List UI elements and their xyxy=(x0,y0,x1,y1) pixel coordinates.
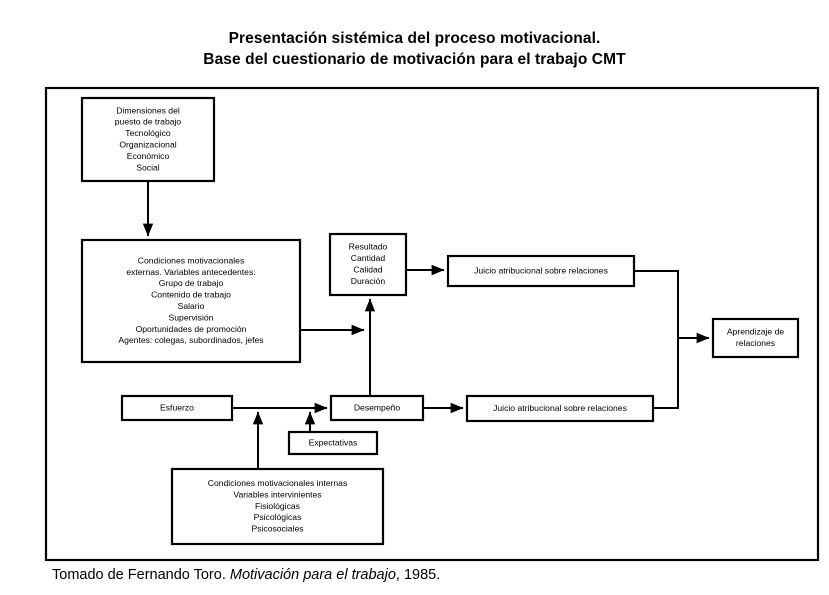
page-title: Presentación sistémica del proceso motiv… xyxy=(0,28,829,70)
dimensiones-puesto-trabajo-box xyxy=(80,96,216,183)
juicio-atribucional-superior-box xyxy=(446,254,636,288)
aprendizaje-de-relaciones-label-2: relaciones xyxy=(736,338,775,348)
condiciones-motivacionales-internas-label-5: Psicosociales xyxy=(251,524,303,534)
juicio-superior-to-aprendizaje xyxy=(634,270,710,344)
condiciones-motivacionales-internas-label-4: Psicológicas xyxy=(254,512,302,522)
condiciones-motivacionales-externas-label-2: externas. Variables antecedentes: xyxy=(126,267,255,277)
juicio-atribucional-superior-label-1: Juicio atribucional sobre relaciones xyxy=(474,265,608,275)
aprendizaje-de-relaciones-label-1: Aprendizaje de xyxy=(727,327,785,337)
caption-suffix: , 1985. xyxy=(395,567,441,583)
title-line-2: Base del cuestionario de motivación para… xyxy=(203,51,626,68)
dimensiones-puesto-trabajo-label-4: Organizacional xyxy=(119,139,176,149)
node-dimensiones-puesto-trabajo[interactable]: Dimensiones del puesto de trabajoTecnológ… xyxy=(80,96,216,183)
dimensiones-puesto-trabajo-label-2: puesto de trabajo xyxy=(115,117,182,127)
resultado-box xyxy=(328,232,408,297)
desempeno-box xyxy=(329,394,425,422)
aprendizaje-de-relaciones-box xyxy=(711,317,800,359)
condiciones-motivacionales-internas-box xyxy=(170,467,385,546)
esfuerzo-label-1: Esfuerzo xyxy=(160,402,194,412)
connectors-layer xyxy=(142,181,710,469)
resultado-label-4: Duración xyxy=(351,276,386,286)
juicio-inferior-to-aprendizaje xyxy=(653,338,679,409)
node-desempeno[interactable]: Desempeño xyxy=(329,394,425,422)
node-juicio-atribucional-superior[interactable]: Juicio atribucional sobre relaciones xyxy=(446,254,636,288)
condiciones-motivacionales-externas-label-1: Condiciones motivacionales xyxy=(138,255,245,265)
dimensiones-puesto-trabajo-label-6: Social xyxy=(136,162,159,172)
juicio-atribucional-inferior-box xyxy=(465,394,655,423)
condiciones-motivacionales-externas-box xyxy=(80,238,302,364)
title-line-1: Presentación sistémica del proceso motiv… xyxy=(228,30,601,47)
resultado-label-2: Cantidad xyxy=(351,253,386,263)
caption-work-title: Motivación para el trabajo xyxy=(229,567,396,583)
node-juicio-atribucional-inferior[interactable]: Juicio atribucional sobre relaciones xyxy=(465,394,655,423)
condiciones-motivacionales-externas-label-5: Salario xyxy=(178,301,205,311)
resultado-label-1: Resultado xyxy=(349,242,388,252)
condiciones-motivacionales-externas-label-3: Grupo de trabajo xyxy=(159,278,224,288)
node-expectativas[interactable]: Expectativas xyxy=(287,430,379,456)
condiciones-motivacionales-externas-label-4: Contenido de trabajo xyxy=(151,290,231,300)
condiciones-motivacionales-externas-label-8: Agentes: colegas, subordinados, jefes xyxy=(118,335,263,345)
juicio-atribucional-inferior-label-1: Juicio atribucional sobre relaciones xyxy=(493,403,627,413)
caption-prefix: Tomado de Fernando Toro. xyxy=(52,567,230,583)
condiciones-motivacionales-internas-label-2: Variables intervinientes xyxy=(233,489,321,499)
dimensiones-puesto-trabajo-label-5: Económico xyxy=(127,151,170,161)
nodes-layer: Dimensiones del puesto de trabajoTecnológ… xyxy=(80,96,800,546)
resultado-label-3: Calidad xyxy=(353,264,382,274)
desempeno-label-1: Desempeño xyxy=(354,402,401,412)
dimensiones-puesto-trabajo-label-3: Tecnológico xyxy=(125,128,171,138)
dimensiones-puesto-trabajo-label-1: Dimensiones del xyxy=(116,105,180,115)
expectativas-box xyxy=(287,430,379,456)
node-condiciones-motivacionales-internas[interactable]: Condiciones motivacionales internasVaria… xyxy=(170,467,385,546)
source-caption: Tomado de Fernando Toro. Motivación para… xyxy=(52,566,440,584)
esfuerzo-box xyxy=(120,394,234,422)
node-esfuerzo[interactable]: Esfuerzo xyxy=(120,394,234,422)
condiciones-motivacionales-externas-label-6: Supervisión xyxy=(169,312,214,322)
expectativas-label-1: Expectativas xyxy=(309,437,358,447)
condiciones-motivacionales-internas-label-3: Fisiológicas xyxy=(255,501,300,511)
condiciones-motivacionales-internas-label-1: Condiciones motivacionales internas xyxy=(208,478,348,488)
condiciones-motivacionales-externas-label-7: Oportunidades de promoción xyxy=(136,324,247,334)
node-condiciones-motivacionales-externas[interactable]: Condiciones motivacionales externas. Vari… xyxy=(80,238,302,364)
